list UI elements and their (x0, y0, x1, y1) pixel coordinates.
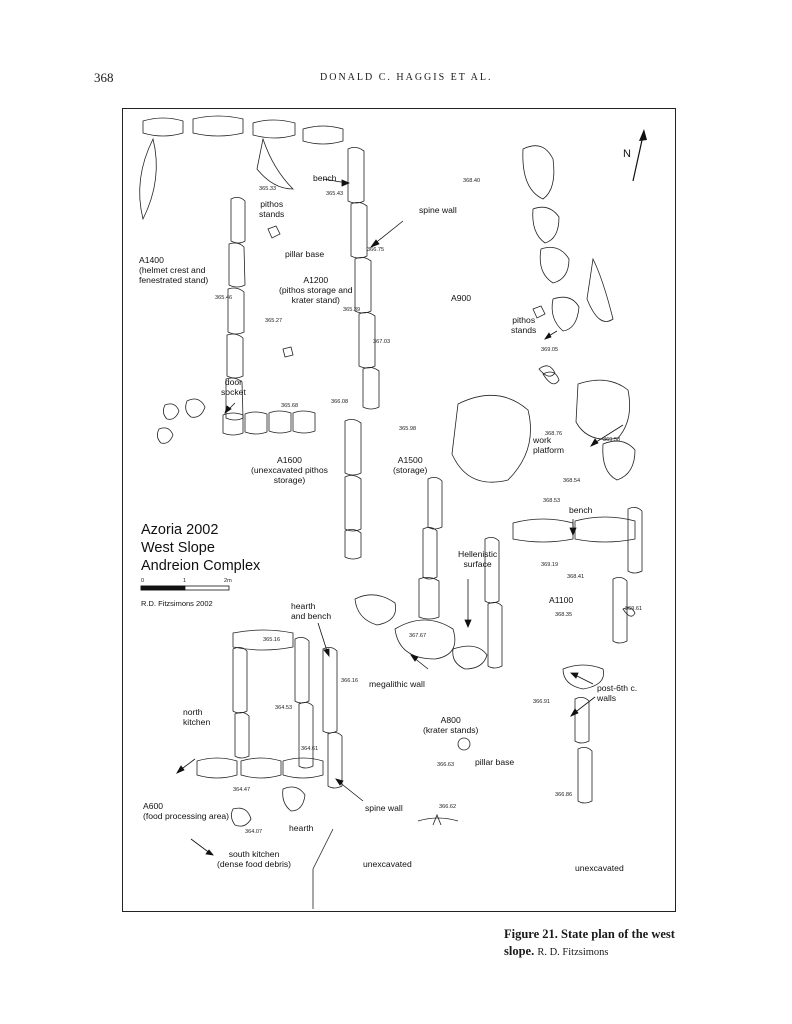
elevation-reading: 366.91 (533, 699, 551, 705)
label-pithos-stands-left: pithos stands (259, 199, 285, 219)
label-a1600: A1600 (unexcavated pithos storage) (251, 455, 328, 485)
stone-south-kitchen (231, 786, 334, 909)
label-door-socket: door socket (221, 377, 246, 397)
stone-wall-a1500-east (418, 477, 443, 620)
plan-drawing (139, 115, 647, 909)
stone-wall-a1200-east (347, 147, 380, 410)
label-pillar-base-bottom: pillar base (475, 757, 515, 767)
label-work-platform: work platform (533, 435, 565, 455)
elevation-reading: 369.58 (603, 437, 621, 443)
label-spine-wall-bottom: spine wall (365, 803, 403, 813)
north-arrow (632, 129, 647, 182)
stone-wall-north-kitchen (232, 629, 314, 769)
elevation-reading: 365.43 (326, 191, 344, 197)
elevation-reading: 368.76 (545, 431, 563, 437)
figure-caption-title-cont: slope. (504, 944, 535, 958)
stone-bench-a1100 (512, 507, 643, 574)
page-number: 368 (94, 70, 114, 85)
elevation-reading: 366.75 (367, 247, 385, 253)
stone-door-socket (157, 398, 206, 444)
elevation-reading: 368.40 (463, 178, 481, 184)
stone-megalithic-wall (354, 594, 488, 670)
running-head: DONALD C. HAGGIS ET AL. (320, 72, 493, 83)
stone-wall-kitchen-south (196, 647, 343, 789)
label-bench-top: bench (313, 173, 337, 183)
label-hellenistic-surface: Hellenistic surface (458, 549, 498, 569)
elevation-reading: 366.63 (437, 762, 455, 768)
elevation-reading: 365.27 (265, 318, 283, 324)
label-a1200: A1200 (pithos storage and krater stand) (279, 275, 353, 305)
label-hearth-and-bench: hearth and bench (291, 601, 332, 621)
elevation-reading: 365.16 (263, 637, 281, 643)
plan-title-line-1: Azoria 2002 (141, 522, 219, 538)
elevation-reading: 365.33 (259, 186, 277, 192)
label-megalithic-wall: megalithic wall (369, 679, 425, 689)
elevation-reading: 366.62 (439, 804, 457, 810)
elevation-reading: 366.08 (331, 399, 349, 405)
scale-tick-2: 2m (224, 578, 232, 584)
label-a800: A800 (krater stands) (423, 715, 479, 735)
plan-title-line-3: Andreion Complex (141, 558, 261, 574)
stone-wall-north-edge (139, 115, 344, 221)
stone-wall-a1100-east (562, 577, 628, 804)
stone-work-platform (451, 379, 636, 483)
label-unexcavated-mid: unexcavated (363, 859, 412, 869)
label-a600: A600 (food processing area) (143, 801, 229, 821)
state-plan-figure: Azoria 2002 West Slope Andreion Complex … (122, 108, 676, 912)
loose-stones (267, 225, 636, 826)
elevation-reading: 369.05 (541, 347, 559, 353)
north-label: N (623, 148, 631, 160)
elevation-reading: 364.47 (233, 787, 251, 793)
stone-wall-a1500-west (344, 419, 362, 560)
elevation-reading: 368.41 (567, 574, 585, 580)
elevation-reading: 369.61 (625, 606, 643, 612)
elevation-reading: 368.35 (555, 612, 573, 618)
elevation-reading: 365.68 (281, 403, 299, 409)
rubble-east-slope (522, 145, 614, 385)
figure-caption-credit: slope. R. D. Fitzsimons (504, 943, 609, 961)
label-bench-right: bench (569, 505, 593, 515)
elevation-reading: 364.61 (301, 746, 319, 752)
label-hearth: hearth (289, 823, 314, 833)
elevation-reading: 368.53 (543, 498, 561, 504)
label-a900: A900 (451, 293, 472, 303)
elevation-reading: 365.46 (215, 295, 233, 301)
label-a1400: A1400 (helmet crest and fenestrated stan… (139, 255, 209, 285)
elevation-reading: 366.86 (555, 792, 573, 798)
label-spine-wall-top: spine wall (419, 205, 457, 215)
label-a1500: A1500 (storage) (393, 455, 428, 475)
scale-tick-1: 1 (183, 578, 187, 584)
elevation-reading: 366.16 (341, 678, 359, 684)
elevation-reading: 367.67 (409, 633, 427, 639)
pointer-arrows (176, 178, 624, 856)
plan-title-line-2: West Slope (141, 540, 215, 556)
label-post-6th-walls: post-6th c. walls (597, 683, 638, 703)
label-pithos-stands-right: pithos stands (511, 315, 537, 335)
elevation-reading: 365.39 (343, 307, 361, 313)
elevation-reading: 367.03 (373, 339, 391, 345)
label-north-kitchen: north kitchen (183, 707, 211, 727)
label-south-kitchen: south kitchen (dense food debris) (217, 849, 292, 869)
stone-wall-a1600-north (222, 410, 316, 436)
figure-caption-author: R. D. Fitzsimons (537, 947, 609, 958)
scale-credit: R.D. Fitzsimons 2002 (141, 599, 213, 608)
elevation-reading: 364.53 (275, 705, 293, 711)
label-unexcavated-right: unexcavated (575, 863, 624, 873)
figure-caption-title: Figure 21. State plan of the west (504, 927, 675, 941)
scale-tick-0: 0 (141, 578, 145, 584)
scale-bar (140, 585, 230, 591)
elevation-reading: 369.19 (541, 562, 559, 568)
stone-wall-a1100-west (484, 537, 503, 669)
label-pillar-base-top: pillar base (285, 249, 325, 259)
elevation-reading: 368.54 (563, 478, 581, 484)
elevation-reading: 364.07 (245, 829, 263, 835)
elevation-reading: 365.98 (399, 426, 417, 432)
label-a1100: A1100 (549, 595, 574, 605)
